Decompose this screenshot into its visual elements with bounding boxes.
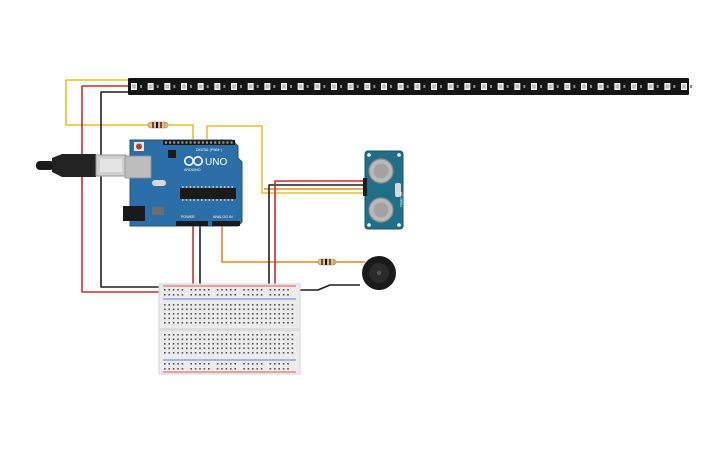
- led-pixel: [197, 83, 209, 90]
- crystal: [152, 180, 166, 186]
- led-pixel: [681, 83, 692, 90]
- wire-sensor-gnd[interactable]: [268, 184, 365, 290]
- led-pixel: [631, 83, 642, 90]
- power-label: POWER: [181, 215, 195, 219]
- digital-label: DIGITAL (PWM~): [196, 148, 222, 152]
- wire-buzzer-gnd[interactable]: [298, 284, 360, 291]
- wires: [65, 79, 365, 295]
- led-pixel: [281, 83, 292, 90]
- led-pixel: [564, 83, 576, 90]
- led-pixel: [147, 83, 159, 90]
- led-pixel: [464, 83, 476, 90]
- analog-label: ANALOG IN: [213, 215, 233, 219]
- transducer-top: [368, 158, 394, 184]
- wire-led-data-2[interactable]: [168, 124, 194, 139]
- wire-led-gnd[interactable]: [100, 91, 166, 288]
- led-pixel: [531, 83, 542, 90]
- led-pixel: [514, 83, 526, 90]
- led-pixel: [397, 83, 409, 90]
- power-header: [176, 221, 208, 226]
- led-pixel: [364, 83, 376, 90]
- led-pixel: [231, 83, 242, 90]
- led-pixel: [547, 83, 559, 90]
- arduino-uno[interactable]: UNO ARDUINO DIGITAL (PWM~) POWER ANALOG …: [123, 139, 243, 227]
- piezo-buzzer[interactable]: [362, 256, 396, 290]
- usb-jack: [124, 155, 152, 179]
- wire-led-data[interactable]: [65, 79, 148, 126]
- power-jack: [123, 206, 145, 221]
- microcontroller-chip: [180, 188, 236, 199]
- led-pixel: [181, 83, 192, 90]
- usb-cable[interactable]: [36, 154, 127, 177]
- led-pixel: [447, 83, 459, 90]
- led-pixel: [214, 83, 226, 90]
- analog-header: [212, 221, 240, 226]
- wire-sensor-vcc[interactable]: [274, 180, 365, 295]
- led-pixel: [497, 83, 509, 90]
- sensor-crystal: [395, 183, 401, 197]
- led-pixel: [347, 83, 359, 90]
- led-pixel: [314, 83, 326, 90]
- led-pixel: [381, 83, 392, 90]
- resistor-buzzer[interactable]: [317, 258, 337, 266]
- arduino-brand-text: ARDUINO: [184, 168, 201, 172]
- resistor-led-data[interactable]: [147, 121, 169, 129]
- led-pixel: [664, 83, 676, 90]
- sensor-pin-header: [363, 178, 367, 196]
- led-pixel: [297, 83, 309, 90]
- led-pixel: [164, 83, 176, 90]
- transducer-bottom: [368, 197, 394, 223]
- ultrasonic-sensor[interactable]: HC-SR04: [363, 150, 404, 230]
- led-pixel: [264, 83, 276, 90]
- sensor-label: HC-SR04: [399, 192, 403, 207]
- led-pixel: [414, 83, 426, 90]
- led-pixel: [581, 83, 592, 90]
- breadboard[interactable]: [158, 283, 301, 375]
- led-strip[interactable]: [128, 78, 692, 95]
- breadboard-holes: [164, 289, 294, 370]
- arduino-board: [129, 139, 243, 227]
- usb-cable-wire: [36, 161, 54, 170]
- led-pixel: [431, 83, 442, 90]
- led-pixel: [481, 83, 492, 90]
- led-pixel: [247, 83, 259, 90]
- led-pixel: [331, 83, 342, 90]
- led-pixels: [131, 83, 692, 90]
- led-pixel: [131, 83, 142, 90]
- arduino-logo: UNO ARDUINO: [184, 156, 227, 172]
- breadboard-channel: [159, 328, 300, 331]
- led-pixel: [647, 83, 659, 90]
- usb-cable-boot: [52, 154, 96, 177]
- led-pixel: [614, 83, 626, 90]
- uno-logo-text: UNO: [205, 157, 227, 168]
- wire-sensor-echo[interactable]: [206, 125, 365, 194]
- led-pixel: [597, 83, 609, 90]
- wire-led-5v[interactable]: [81, 85, 166, 293]
